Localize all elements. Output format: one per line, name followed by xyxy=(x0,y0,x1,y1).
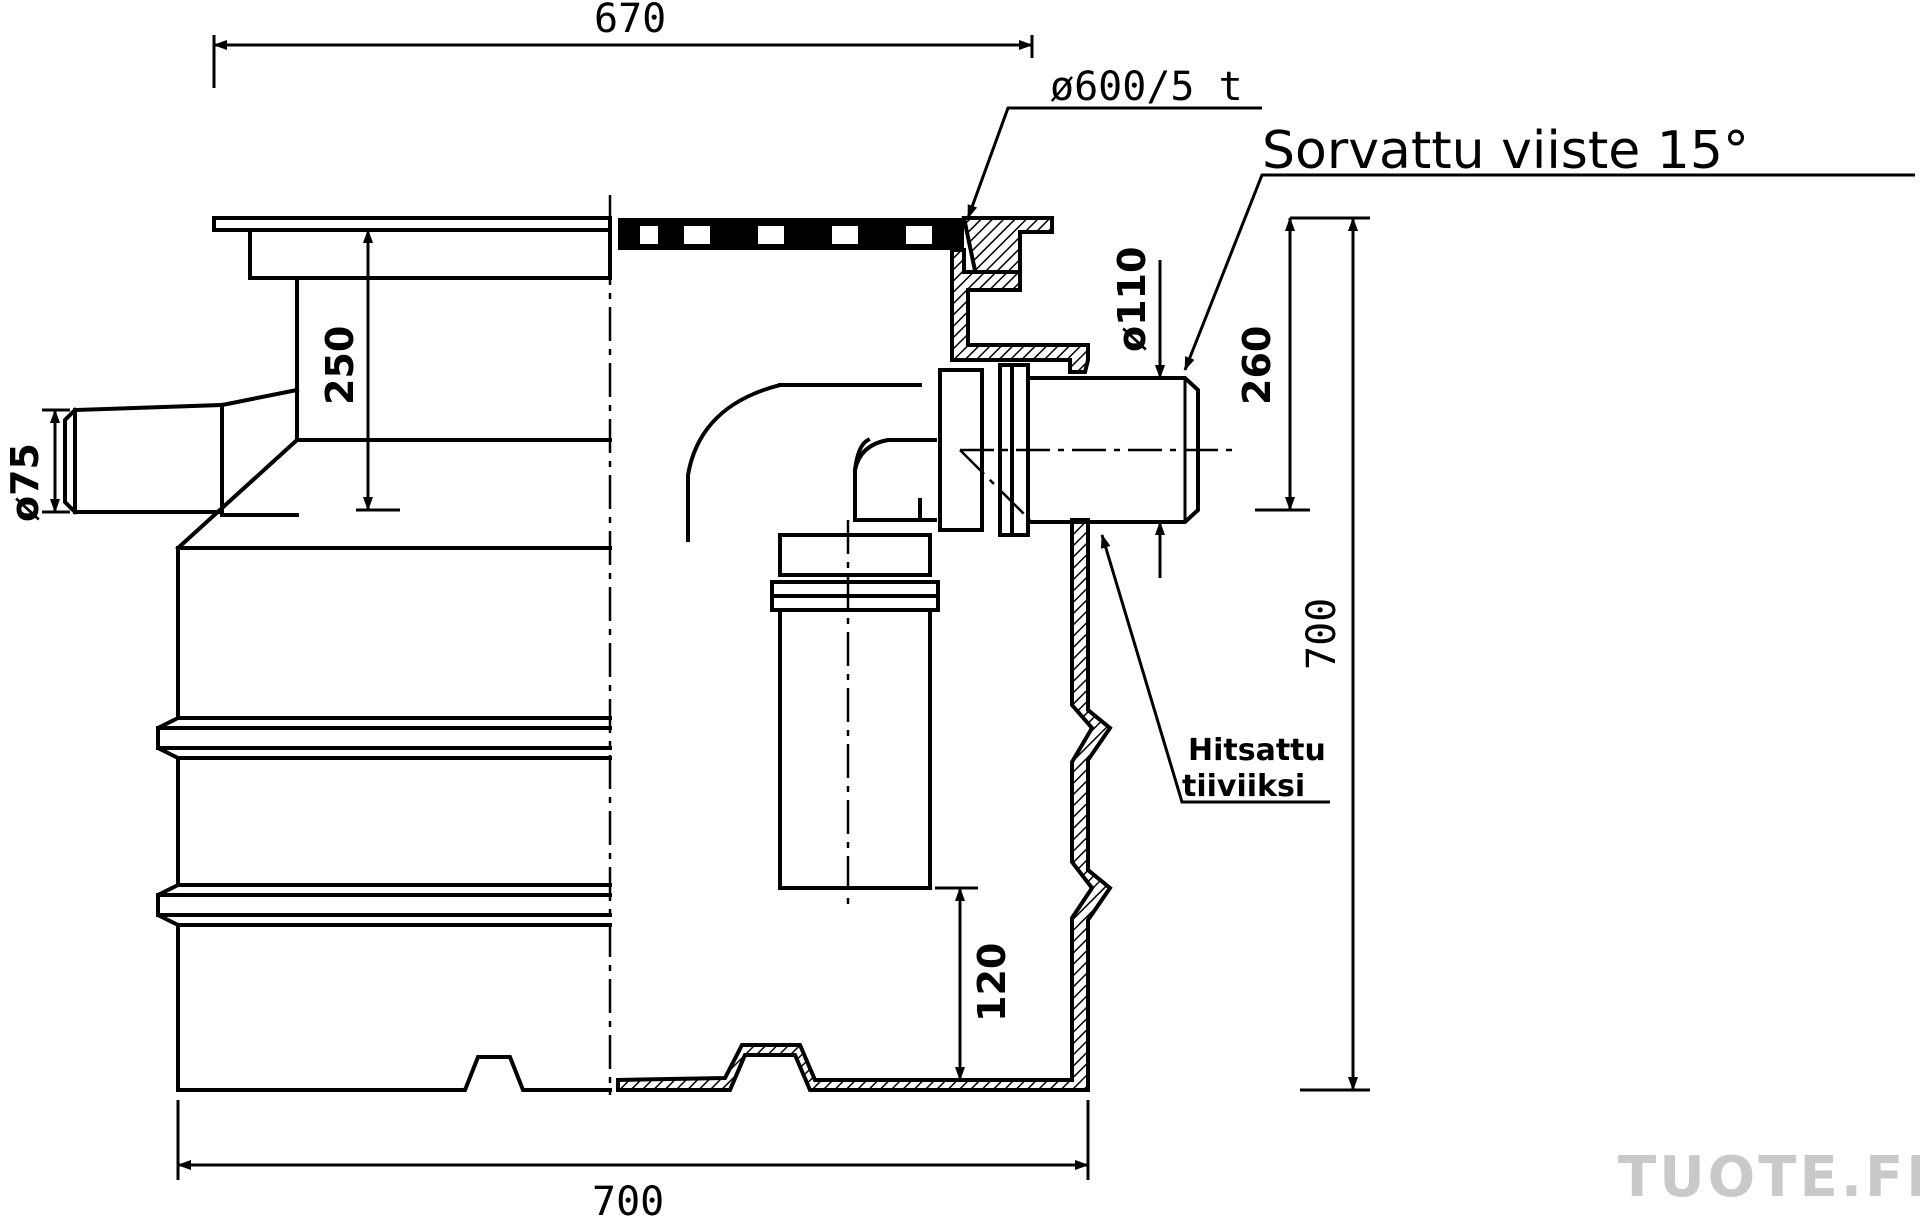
outlet-elbow xyxy=(686,382,783,542)
dim-inlet-diameter: ø75 xyxy=(3,443,47,522)
dim-250: 250 xyxy=(318,326,362,405)
left-exterior-view xyxy=(63,216,612,1092)
dim-total-height: 700 xyxy=(1299,598,1345,670)
label-chamfer: Sorvattu viiste 15° xyxy=(1262,121,1749,181)
dim-outlet-diameter: ø110 xyxy=(1110,247,1154,352)
dimension-lines xyxy=(42,35,1915,1180)
label-weld-line2: tiiviiksi xyxy=(1182,769,1305,804)
dim-120: 120 xyxy=(970,943,1014,1022)
dim-bottom-width: 700 xyxy=(592,1179,664,1222)
dim-260: 260 xyxy=(1235,326,1279,405)
dim-top-width: 670 xyxy=(594,0,666,42)
watermark: TUOTE.FI xyxy=(1618,1145,1920,1210)
label-lid: ø600/5 t xyxy=(1050,64,1243,110)
label-weld-line1: Hitsattu xyxy=(1188,733,1326,768)
right-section-view xyxy=(616,216,1240,1092)
